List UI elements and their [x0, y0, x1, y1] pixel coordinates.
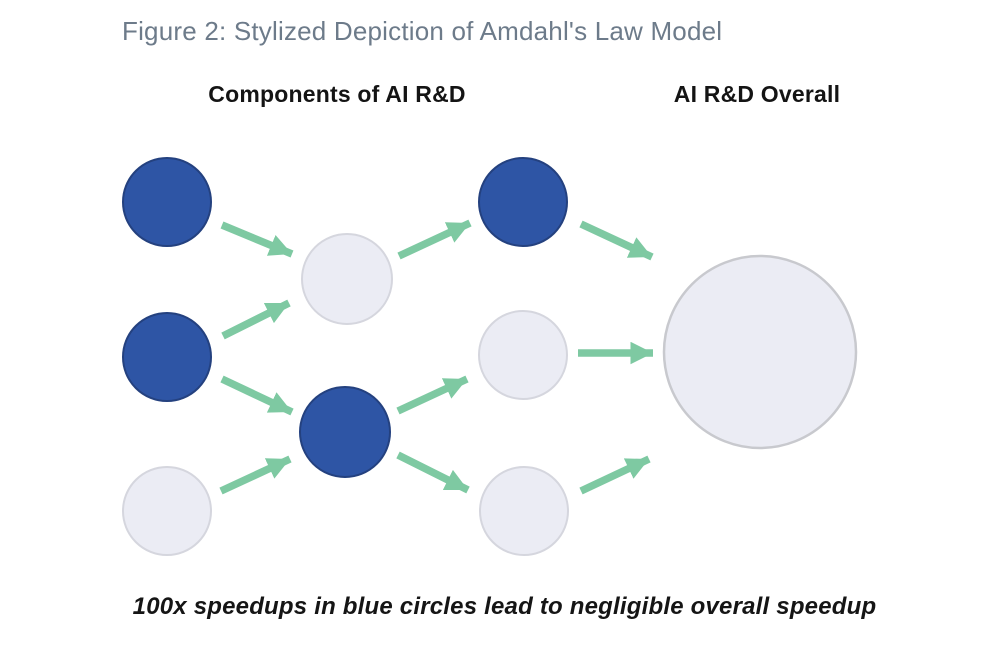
arrow-c1mid-to-c2bottom	[220, 375, 294, 416]
component-col3-top-blue	[478, 157, 568, 247]
component-col3-bottom-gray	[479, 466, 569, 556]
arrow-c2bottom-to-c3mid	[396, 375, 469, 415]
arrow-c3top-to-overall	[579, 220, 654, 261]
figure-caption: 100x speedups in blue circles lead to ne…	[132, 593, 877, 620]
component-col2-bottom-blue	[299, 386, 391, 478]
component-col3-mid-gray	[478, 310, 568, 400]
component-col1-mid-blue	[122, 312, 212, 402]
component-col2-top-gray	[301, 233, 393, 325]
arrow-c1mid-to-c2top	[221, 299, 291, 340]
arrow-c1bottom-to-c2bottom	[219, 455, 292, 495]
figure-title: Figure 2: Stylized Depiction of Amdahl's…	[122, 16, 723, 46]
components-header: Components of AI R&D	[208, 81, 466, 107]
arrow-c3bottom-to-overall	[579, 455, 651, 495]
arrow-c1top-to-c2top	[220, 221, 294, 258]
overall-header: AI R&D Overall	[673, 81, 841, 107]
component-col1-top-blue	[122, 157, 212, 247]
overall-large-gray	[662, 254, 858, 450]
arrow-c2bottom-to-c3bottom	[396, 451, 470, 494]
component-col1-bottom-gray	[122, 466, 212, 556]
arrow-c2top-to-c3top	[397, 219, 472, 260]
